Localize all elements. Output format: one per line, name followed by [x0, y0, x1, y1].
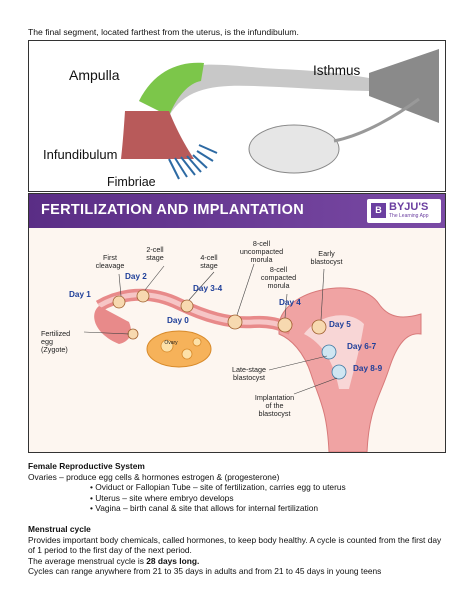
ampulla-segment — [139, 62, 204, 116]
fertilization-drawing — [83, 263, 422, 452]
tube-fimbriae — [94, 306, 131, 344]
menstrual-heading: Menstrual cycle — [28, 524, 91, 534]
day-5: Day 5 — [329, 320, 351, 329]
bullet-uterus: • Uterus – site where embryo develops — [90, 492, 234, 503]
day-1: Day 1 — [69, 290, 91, 299]
ovarian-ligament — [333, 97, 420, 143]
byjus-logo: B BYJU'S The Learning App — [367, 199, 441, 223]
fertilization-figure: FERTILIZATION AND IMPLANTATION B BYJU'S … — [28, 193, 446, 453]
average-cycle-line: The average menstrual cycle is 28 days l… — [28, 556, 448, 567]
menstrual-section: Menstrual cycle Provides important body … — [28, 524, 448, 577]
label-fimbriae: Fimbriae — [107, 175, 156, 189]
ovaries-line: Ovaries – produce egg cells & hormones e… — [28, 471, 280, 482]
label-ampulla: Ampulla — [69, 67, 120, 83]
infundibulum-segment — [121, 111, 194, 159]
title-banner: FERTILIZATION AND IMPLANTATION B BYJU'S … — [29, 194, 445, 228]
logo-icon: B — [371, 203, 386, 218]
label-isthmus: Isthmus — [313, 63, 361, 78]
day-4: Day 4 — [279, 298, 301, 307]
fallopian-tube-figure: Ampulla Isthmus Infundibulum Fimbriae — [28, 40, 446, 192]
uterus-horn — [369, 49, 439, 123]
logo-tagline: The Learning App — [389, 213, 429, 219]
day-3-4: Day 3-4 — [193, 284, 223, 293]
fimbriae — [168, 144, 218, 180]
pointer-lines — [83, 263, 338, 395]
bullet-vagina: • Vagina – birth canal & site that allow… — [90, 503, 319, 514]
reproductive-section: Female Reproductive System Ovaries – pro… — [28, 461, 346, 514]
ovary-shape — [248, 124, 340, 174]
cycle-range-line: Cycles can range anywhere from 21 to 35 … — [28, 566, 382, 577]
intro-text: The final segment, located farthest from… — [28, 27, 299, 37]
day-6-7: Day 6-7 — [347, 342, 377, 351]
embryo-stages — [112, 289, 347, 380]
logo-name: BYJU'S — [389, 201, 429, 213]
fallopian-tube-drawing — [121, 49, 439, 180]
average-prefix: The average menstrual cycle is — [28, 555, 147, 566]
day-2: Day 2 — [125, 272, 147, 281]
label-ovary: Ovary — [164, 340, 178, 346]
average-value: 28 days long. — [146, 555, 200, 566]
reproductive-heading: Female Reproductive System — [28, 461, 145, 471]
label-infundibulum: Infundibulum — [43, 147, 118, 162]
day-8-9: Day 8-9 — [353, 364, 383, 373]
bullet-oviduct: • Oviduct or Fallopian Tube – site of fe… — [90, 482, 346, 493]
day-0: Day 0 — [167, 316, 189, 325]
figure-title: FERTILIZATION AND IMPLANTATION — [41, 202, 304, 218]
menstrual-paragraph: Provides important body chemicals, calle… — [28, 534, 442, 556]
ovary — [146, 330, 212, 368]
